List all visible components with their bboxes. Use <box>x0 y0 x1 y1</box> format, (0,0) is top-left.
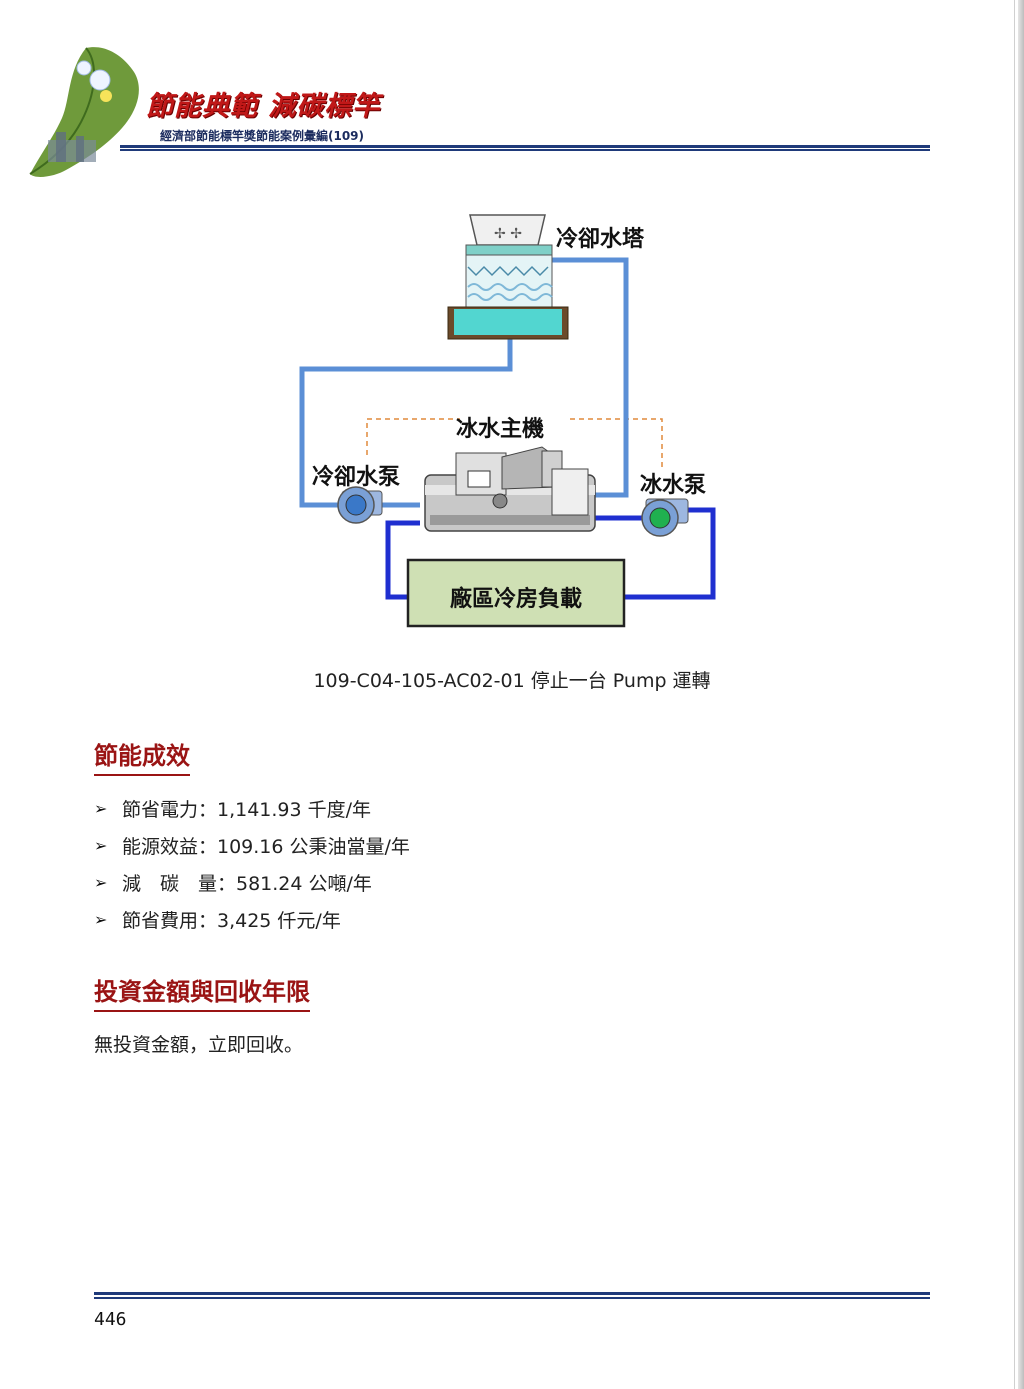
chiller-label: 冰水主機 <box>456 417 545 442</box>
arrow-bullet-icon: ➢ <box>94 910 108 929</box>
arrow-bullet-icon: ➢ <box>94 873 108 892</box>
cooling-return-pipe <box>550 257 629 498</box>
brand-subtitle: 經濟部節能標竿獎節能案例彙編(109) <box>160 129 365 143</box>
brand-title: 節能典範 減碳標竿 <box>146 91 381 122</box>
investment-text: 無投資金額，立即回收。 <box>94 1034 304 1056</box>
cooling-tower: ✢ ✢ <box>447 214 569 340</box>
page-edge-line <box>1014 0 1015 1389</box>
savings-list: ➢ 節省電力：1,141.93 千度/年 ➢ 能源效益：109.16 公秉油當量/年… <box>94 790 410 938</box>
chilled-supply-pipe <box>624 507 716 600</box>
chilled-pump-label: 冰水泵 <box>640 473 707 498</box>
list-item: ➢ 節省費用：3,425 仟元/年 <box>94 901 410 938</box>
cooling-pump-label: 冷卻水泵 <box>312 465 401 490</box>
hvac-diagram-drawing: ✢ ✢ <box>299 214 716 628</box>
cooling-water-pump <box>337 486 383 524</box>
page-edge-shadow <box>1018 0 1024 1389</box>
list-item: ➢ 節省電力：1,141.93 千度/年 <box>94 790 410 827</box>
savings-section-title: 節能成效 <box>94 736 190 776</box>
page-number: 446 <box>94 1309 127 1330</box>
savings-energy-benefit: 能源效益：109.16 公秉油當量/年 <box>122 836 410 858</box>
chilled-water-pump <box>641 498 689 537</box>
footer-rule-secondary <box>94 1297 930 1299</box>
control-line-right <box>570 418 663 467</box>
chilled-return-pipe <box>385 520 420 600</box>
taiwan-leaf-logo <box>29 47 139 177</box>
header-rule <box>120 145 930 148</box>
footer-rule <box>94 1292 930 1295</box>
header-rule-secondary <box>120 149 930 151</box>
cooling-tower-label: 冷卻水塔 <box>556 227 645 252</box>
svg-text:✢ ✢: ✢ ✢ <box>494 226 522 242</box>
control-line-left <box>366 418 460 455</box>
savings-electricity: 節省電力：1,141.93 千度/年 <box>122 799 372 821</box>
cooling-load-label: 廠區冷房負載 <box>449 587 582 612</box>
investment-section-title: 投資金額與回收年限 <box>94 972 310 1012</box>
arrow-bullet-icon: ➢ <box>94 799 108 818</box>
cooling-supply-pipe <box>299 337 513 508</box>
arrow-bullet-icon: ➢ <box>94 836 108 855</box>
savings-carbon-reduction: 減 碳 量：581.24 公噸/年 <box>122 873 372 895</box>
cooling-load-box <box>406 558 626 628</box>
list-item: ➢ 減 碳 量：581.24 公噸/年 <box>94 864 410 901</box>
figure-caption: 109-C04-105-AC02-01 停止一台 Pump 運轉 <box>313 670 711 692</box>
list-item: ➢ 能源效益：109.16 公秉油當量/年 <box>94 827 410 864</box>
savings-cost: 節省費用：3,425 仟元/年 <box>122 910 341 932</box>
chiller-unit <box>424 446 596 532</box>
hvac-system-diagram: ✢ ✢ <box>280 205 750 635</box>
